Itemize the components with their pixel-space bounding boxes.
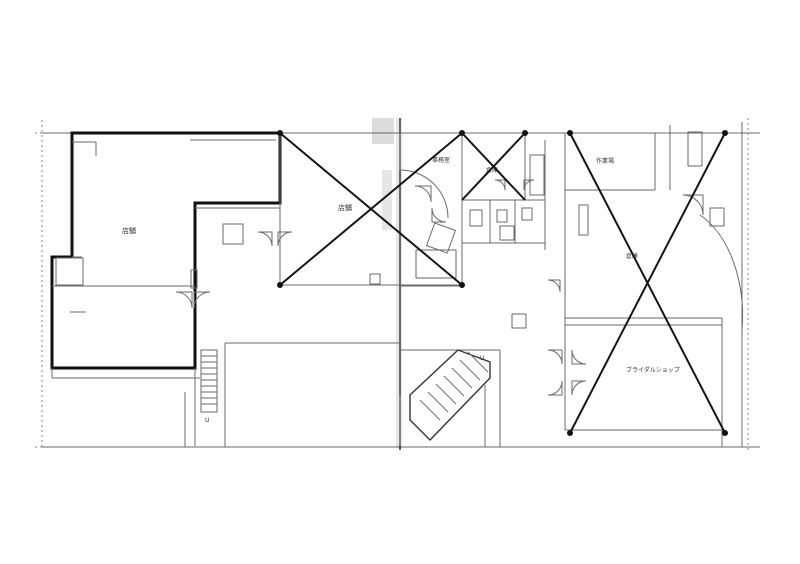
storage-large-area: [511, 313, 723, 447]
demolition-cross-large: [567, 130, 728, 436]
stair-mark-center: U: [480, 355, 484, 362]
demolition-cross-kitchen: [277, 130, 465, 288]
room-label-workroom: 作業場: [596, 157, 614, 165]
room-label-shop: ブライダルショップ: [626, 366, 680, 374]
store-a-outline: [50, 131, 282, 370]
store-a-details: [51, 139, 276, 446]
courtyard: [184, 342, 400, 447]
stairs-left: [200, 349, 218, 413]
room-label-store-b: 店舗: [338, 203, 352, 212]
room-label-store-a: 店舗: [122, 226, 136, 235]
scan-noise: [35, 118, 760, 450]
room-label-storage-large: 倉庫: [626, 252, 638, 260]
office-area: [399, 133, 463, 287]
outer-walls: [42, 118, 760, 450]
room-label-office: 事務室: [432, 156, 450, 164]
demolition-cross-storage: [461, 130, 528, 201]
stairs-center: [399, 349, 501, 447]
storage-toilets: [462, 133, 546, 250]
workroom-area: [564, 125, 744, 430]
doors: [175, 179, 704, 396]
room-label-storage: 倉庫: [486, 166, 498, 174]
stair-mark-left: U: [205, 417, 209, 424]
kitchen-walls: [195, 133, 400, 286]
